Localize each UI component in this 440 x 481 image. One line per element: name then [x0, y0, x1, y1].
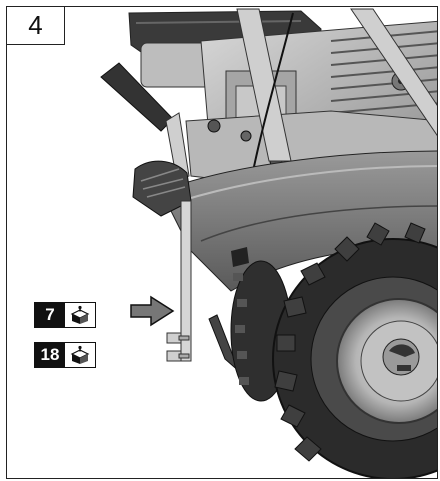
- auger-housing: [160, 150, 437, 292]
- part-number: 18: [35, 343, 65, 367]
- chute-control-lever: [100, 62, 192, 217]
- parts-box-icon: [65, 303, 95, 327]
- snowblower-illustration: [100, 8, 437, 478]
- illustration-frame: [6, 6, 438, 479]
- part-number: 7: [35, 303, 65, 327]
- main-wheel: [272, 222, 437, 478]
- arrow-right-icon: [130, 295, 175, 327]
- part-badge-7: 7: [34, 302, 96, 328]
- step-number: 4: [6, 6, 65, 45]
- bolt-icon: [166, 332, 190, 362]
- parts-box-icon: [65, 343, 95, 367]
- part-badge-18: 18: [34, 342, 96, 368]
- wing-nut-icon: [231, 247, 249, 267]
- crank-rod: [180, 200, 192, 362]
